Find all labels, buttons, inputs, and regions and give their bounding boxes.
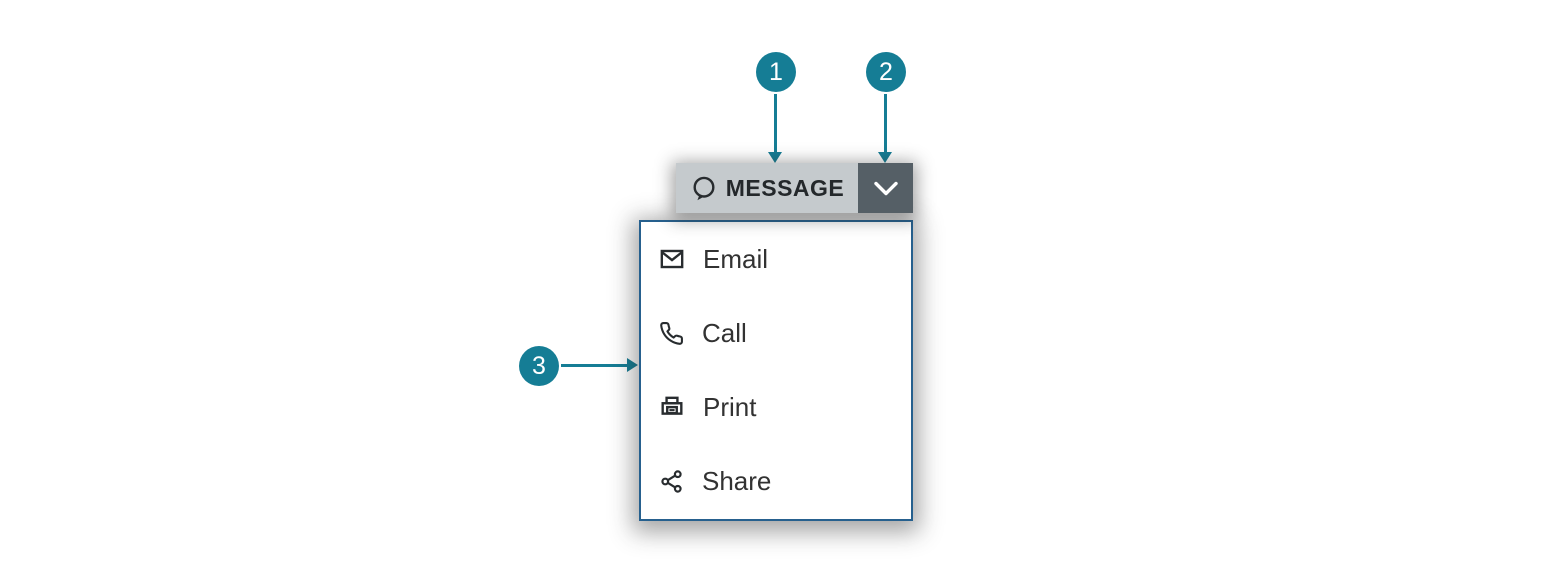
printer-icon — [659, 395, 685, 421]
message-button-label: MESSAGE — [725, 174, 845, 201]
callout-3-arrow-line — [561, 364, 627, 367]
split-button: MESSAGE — [676, 163, 913, 213]
callout-1-badge: 1 — [756, 52, 796, 92]
envelope-icon — [659, 246, 685, 272]
menu-item-email[interactable]: Email — [641, 222, 911, 296]
callout-1-arrow-line — [774, 94, 777, 152]
menu-item-label: Share — [702, 466, 772, 497]
callout-1-arrow-head — [768, 152, 782, 163]
share-icon — [659, 469, 684, 494]
menu-item-label: Email — [703, 243, 769, 274]
message-button[interactable]: MESSAGE — [676, 163, 858, 213]
chevron-down-icon — [873, 180, 899, 197]
callout-3-badge: 3 — [519, 346, 559, 386]
dropdown-toggle-button[interactable] — [858, 163, 913, 213]
callout-2-arrow-line — [884, 94, 887, 152]
menu-item-call[interactable]: Call — [641, 296, 911, 370]
callout-2-arrow-head — [878, 152, 892, 163]
menu-item-print[interactable]: Print — [641, 371, 911, 445]
callout-3-arrow-head — [627, 358, 638, 372]
phone-icon — [659, 321, 684, 346]
callout-2-badge: 2 — [866, 52, 906, 92]
speech-bubble-icon — [690, 175, 717, 202]
menu-item-share[interactable]: Share — [641, 445, 911, 519]
menu-item-label: Print — [703, 392, 757, 423]
dropdown-menu: Email Call Print — [639, 220, 913, 521]
menu-item-label: Call — [702, 317, 747, 348]
